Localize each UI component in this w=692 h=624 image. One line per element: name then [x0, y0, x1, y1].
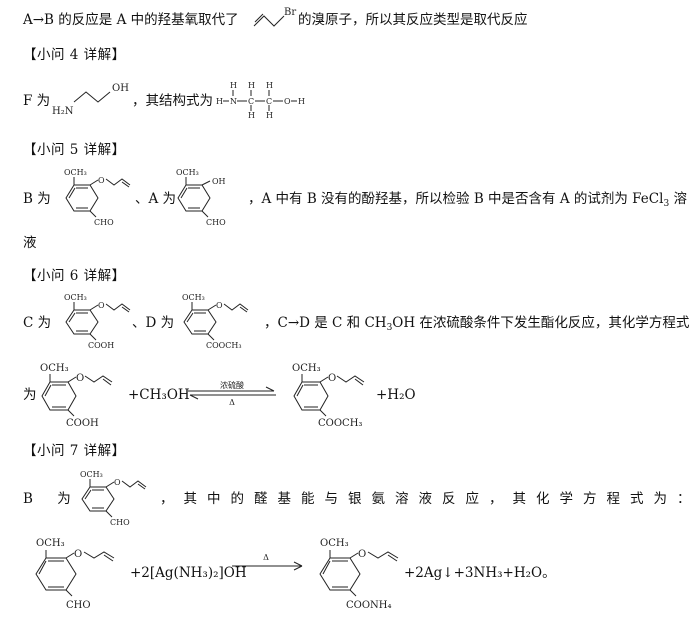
och3-label: OCH₃	[40, 363, 69, 374]
atom-c: C	[266, 97, 272, 106]
compound-d-structure: OCH₃ O COOCH₃	[182, 293, 249, 350]
cho-label: CHO	[206, 218, 226, 227]
q6-text1: ，C→D 是 C 和 CH	[264, 315, 387, 331]
och3-label: OCH₃	[64, 293, 87, 302]
cho-label: CHO	[66, 600, 91, 611]
atom-c: C	[248, 97, 254, 106]
q6-c-prefix: C 为	[23, 315, 52, 331]
intro-text-start: A→B 的反应是 A 中的羟基氧取代了	[23, 12, 239, 28]
cho-label: CHO	[94, 218, 114, 227]
equation1-reactant-c: OCH₃ O COOH	[40, 363, 113, 429]
svg-text:O: O	[76, 373, 84, 384]
q5-header: 【小问 5 详解】	[23, 142, 126, 158]
compound-b-structure: OCH₃ O CHO	[64, 168, 131, 227]
oh-label: OH	[112, 83, 129, 94]
atom-h: H	[230, 81, 237, 90]
svg-text:O: O	[114, 478, 121, 487]
ethanolamine-structural-formula: H N H C H H C H H O H	[216, 81, 305, 120]
reaction-arrow: Δ	[232, 553, 303, 571]
q5-wrap: 液	[23, 235, 37, 251]
cooh-label: COOH	[66, 418, 99, 429]
cho-label: CHO	[110, 518, 130, 527]
condition-heat: Δ	[263, 553, 269, 562]
q6-sep: 、D 为	[132, 315, 175, 331]
atom-o: O	[284, 97, 291, 106]
atom-h: H	[266, 81, 273, 90]
compound-c-structure: OCH₃ O COOH	[64, 293, 131, 350]
svg-text:O: O	[358, 549, 366, 560]
silver-ammonia-reagent: +2[Ag(NH₃)₂]OH	[130, 565, 247, 581]
subscript-3: 3	[386, 323, 393, 333]
q6-header: 【小问 6 详解】	[23, 268, 126, 284]
q5-text: ，A 中有 B 没有的酚羟基，所以检验 B 中是否含有 A 的试剂为 FeCl	[248, 191, 664, 207]
cooch3-label: COOCH₃	[206, 341, 242, 350]
ethanolamine-skeletal: OH H₂N	[52, 83, 129, 117]
q7-header: 【小问 7 详解】	[23, 443, 126, 459]
q4-header: 【小问 4 详解】	[23, 47, 126, 63]
svg-text:O: O	[98, 176, 105, 185]
q7-compound-b-structure: OCH₃ O CHO	[80, 470, 147, 527]
equation2-product: OCH₃ O COONH₄	[319, 538, 399, 611]
intro-text-end: 的溴原子，所以其反应类型是取代反应	[298, 12, 528, 28]
och3-label: OCH₃	[80, 470, 103, 479]
equation2-products-text: +2Ag↓+3NH₃+H₂O。	[404, 565, 556, 581]
och3-label: OCH₃	[64, 168, 87, 177]
atom-h: H	[248, 111, 255, 120]
plus-methanol: +CH₃OH	[128, 387, 190, 403]
q7-b-prefix: B 为	[23, 491, 81, 507]
q6-text2: OH 在浓硫酸条件下发生酯化反应，其化学方程式	[392, 315, 690, 331]
condition-heat: Δ	[229, 398, 235, 407]
equilibrium-arrow: 浓硫酸 Δ	[188, 380, 276, 407]
compound-a-structure: OCH₃ OH CHO	[176, 168, 226, 227]
equation1-product-d: OCH₃ O COOCH₃	[292, 363, 365, 429]
q4-f-prefix: F 为	[23, 93, 51, 109]
och3-label: OCH₃	[292, 363, 321, 374]
och3-label: OCH₃	[36, 538, 65, 549]
och3-label: OCH₃	[182, 293, 205, 302]
svg-text:O: O	[74, 549, 82, 560]
svg-text:O: O	[328, 373, 336, 384]
plus-water: +H₂O	[376, 387, 416, 403]
atom-h: H	[298, 97, 305, 106]
och3-label: OCH₃	[176, 168, 199, 177]
cooh-label: COOH	[88, 341, 114, 350]
condition-conc-h2so4: 浓硫酸	[220, 380, 244, 390]
q4-mid-text: ，其结构式为	[132, 93, 213, 109]
allyl-bromide-structure: Br	[253, 7, 296, 27]
atom-h: H	[248, 81, 255, 90]
h2n-label: H₂N	[52, 106, 74, 117]
atom-h: H	[216, 97, 223, 106]
q6-explanation: ，C→D 是 C 和 CH3OH 在浓硫酸条件下发生酯化反应，其化学方程式	[264, 315, 690, 333]
q5-explanation: ，A 中有 B 没有的酚羟基，所以检验 B 中是否含有 A 的试剂为 FeCl3…	[248, 191, 687, 209]
subscript-3: 3	[663, 199, 670, 209]
q5-tail: 溶	[673, 191, 687, 207]
q6-wei: 为	[23, 387, 37, 403]
svg-text:O: O	[216, 301, 223, 310]
svg-text:O: O	[98, 301, 105, 310]
q5-b-prefix: B 为	[23, 191, 51, 207]
oh-label: OH	[212, 177, 226, 186]
atom-h: H	[266, 111, 273, 120]
och3-label: OCH₃	[320, 538, 349, 549]
q5-sep: 、A 为	[135, 191, 177, 207]
cooch3-label: COOCH₃	[318, 418, 362, 429]
coonh4-label: COONH₄	[346, 600, 392, 611]
q7-explanation: ，其中的醛基能与银氨溶液反应，其化学方程式为：	[160, 491, 692, 507]
br-label: Br	[284, 7, 296, 18]
equation2-reactant-b: OCH₃ O CHO	[35, 538, 115, 611]
atom-n: N	[230, 97, 237, 106]
